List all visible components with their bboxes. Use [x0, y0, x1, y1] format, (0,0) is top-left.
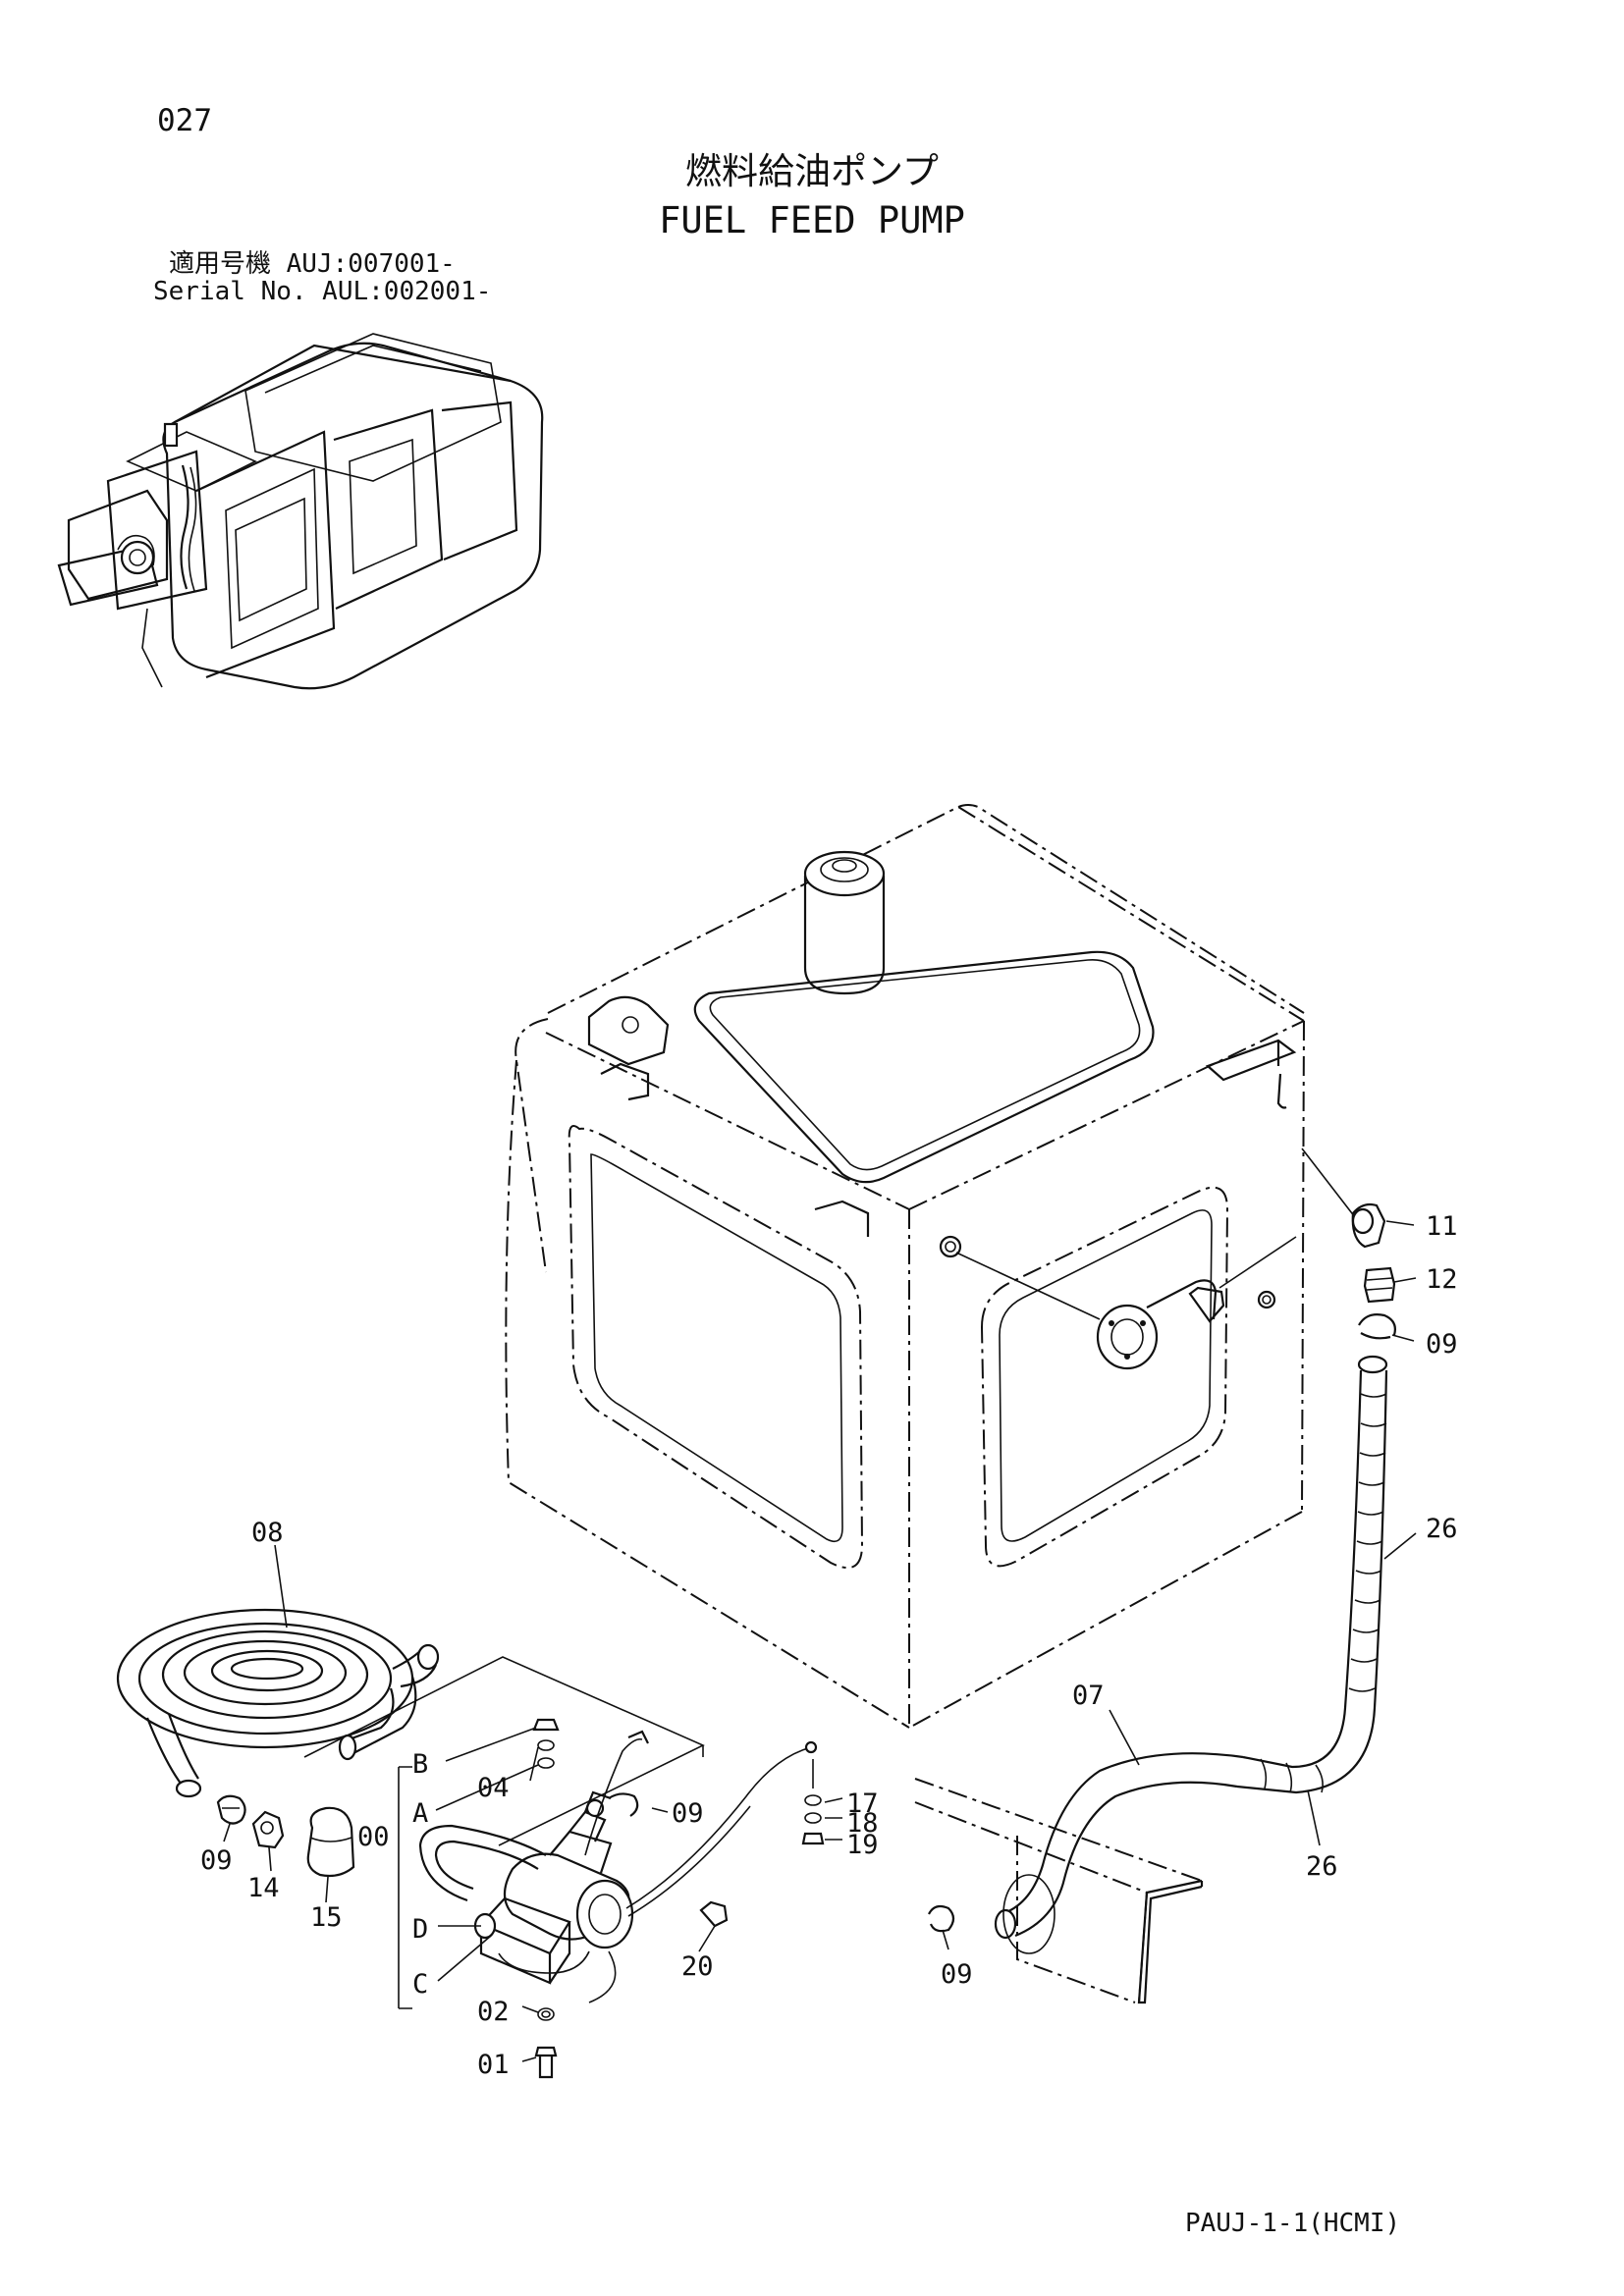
callout-D: D — [412, 1914, 428, 1945]
callout-14: 14 — [247, 1873, 280, 1903]
callout-12: 12 — [1426, 1264, 1458, 1295]
return-hose-assembly — [994, 1202, 1396, 1940]
inlet-fittings — [216, 1794, 355, 1878]
callout-18: 18 — [846, 1808, 879, 1839]
page-footer-code: PAUJ-1-1(HCMI) — [1185, 2209, 1401, 2238]
callout-26-lower: 26 — [1306, 1851, 1338, 1882]
callout-C: C — [412, 1969, 428, 2000]
callout-02: 02 — [477, 1997, 510, 2027]
callout-07: 07 — [1072, 1681, 1105, 1711]
page-number: 027 — [157, 103, 212, 138]
callout-leaders — [223, 1220, 1417, 2062]
serial-range-line-1: 適用号機 AUJ:007001- — [169, 249, 456, 279]
fuel-tank-illustration — [505, 804, 1356, 1729]
callout-09-left: 09 — [200, 1845, 233, 1876]
callout-17: 17 — [846, 1789, 879, 1819]
callout-19: 19 — [846, 1830, 879, 1860]
callout-00: 00 — [357, 1822, 390, 1852]
excavator-overview-illustration — [57, 333, 544, 690]
hose-clamp-lower — [928, 1904, 955, 1933]
page-title-japanese: 燃料給油ポンプ — [685, 150, 939, 192]
callout-15: 15 — [310, 1902, 343, 1933]
suction-hose-coil — [116, 1608, 440, 1798]
callout-11: 11 — [1426, 1211, 1458, 1242]
callout-B: B — [412, 1749, 428, 1780]
callout-labels: 11 12 09 26 26 07 08 09 14 15 00 B 04 A … — [200, 1211, 1458, 2080]
callout-09-lower: 09 — [941, 1959, 973, 1990]
callout-04: 04 — [477, 1773, 510, 1803]
callout-01: 01 — [477, 2050, 510, 2080]
callout-26-upper: 26 — [1426, 1514, 1458, 1544]
callout-09-upper: 09 — [1426, 1329, 1458, 1360]
callout-20: 20 — [681, 1951, 714, 1982]
callout-09-pump: 09 — [672, 1798, 704, 1829]
serial-range-line-2: Serial No. AUL:002001- — [153, 277, 492, 306]
callout-08: 08 — [251, 1518, 284, 1548]
page-title-english: FUEL FEED PUMP — [659, 199, 965, 241]
mounting-plate-illustration — [914, 1778, 1204, 2004]
callout-A: A — [412, 1798, 428, 1829]
terminal-hardware — [801, 1759, 825, 1845]
fuel-pump-assembly — [303, 1656, 818, 2079]
